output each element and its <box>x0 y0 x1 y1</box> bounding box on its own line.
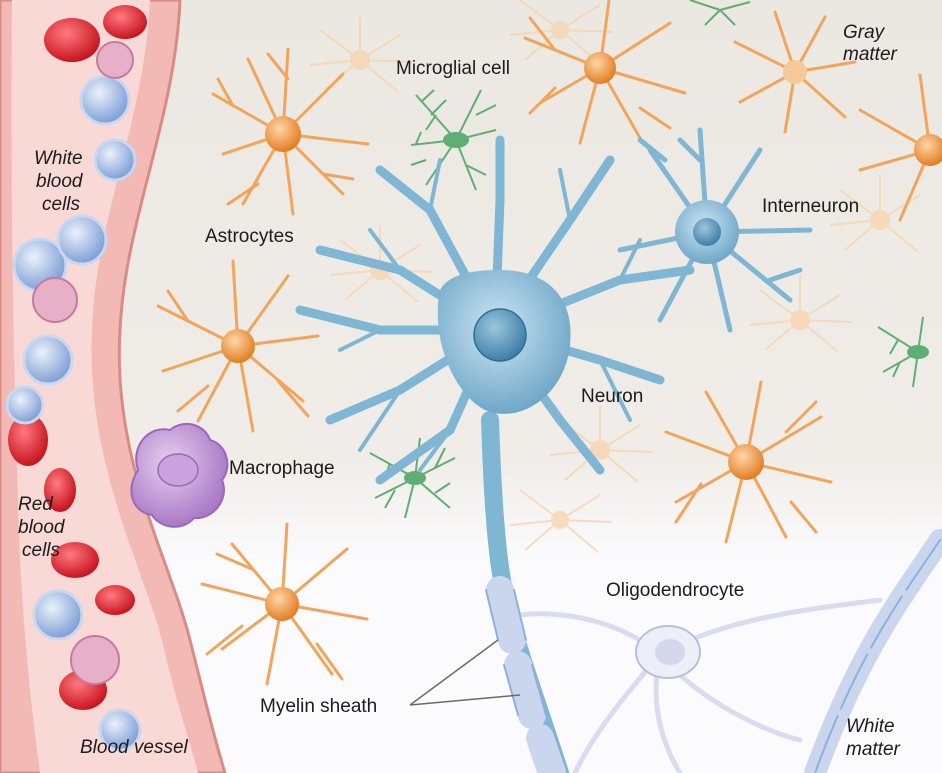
label-red-blood-cells-line3: cells <box>22 540 60 562</box>
label-white-matter-line1: White <box>846 716 895 738</box>
label-white-blood-cells-line2: blood <box>36 171 83 193</box>
label-white-blood-cells-line3: cells <box>42 194 80 216</box>
label-white-matter-line2: matter <box>846 739 900 761</box>
label-myelin-sheath: Myelin sheath <box>260 696 377 718</box>
label-red-blood-cells-line2: blood <box>18 517 65 539</box>
label-neuron: Neuron <box>581 386 643 408</box>
label-gray-matter-line1: Gray <box>843 22 884 44</box>
label-macrophage: Macrophage <box>229 458 335 480</box>
label-white-blood-cells-line1: White <box>34 148 83 170</box>
label-microglial-cell: Microglial cell <box>396 58 510 80</box>
label-astrocytes: Astrocytes <box>205 226 294 248</box>
label-oligodendrocyte: Oligodendrocyte <box>606 580 744 602</box>
label-interneuron: Interneuron <box>762 196 859 218</box>
oligodendrocyte <box>636 626 700 678</box>
label-gray-matter-line2: matter <box>843 44 897 66</box>
label-red-blood-cells-line1: Red <box>18 494 53 516</box>
label-blood-vessel: Blood vessel <box>80 737 188 759</box>
